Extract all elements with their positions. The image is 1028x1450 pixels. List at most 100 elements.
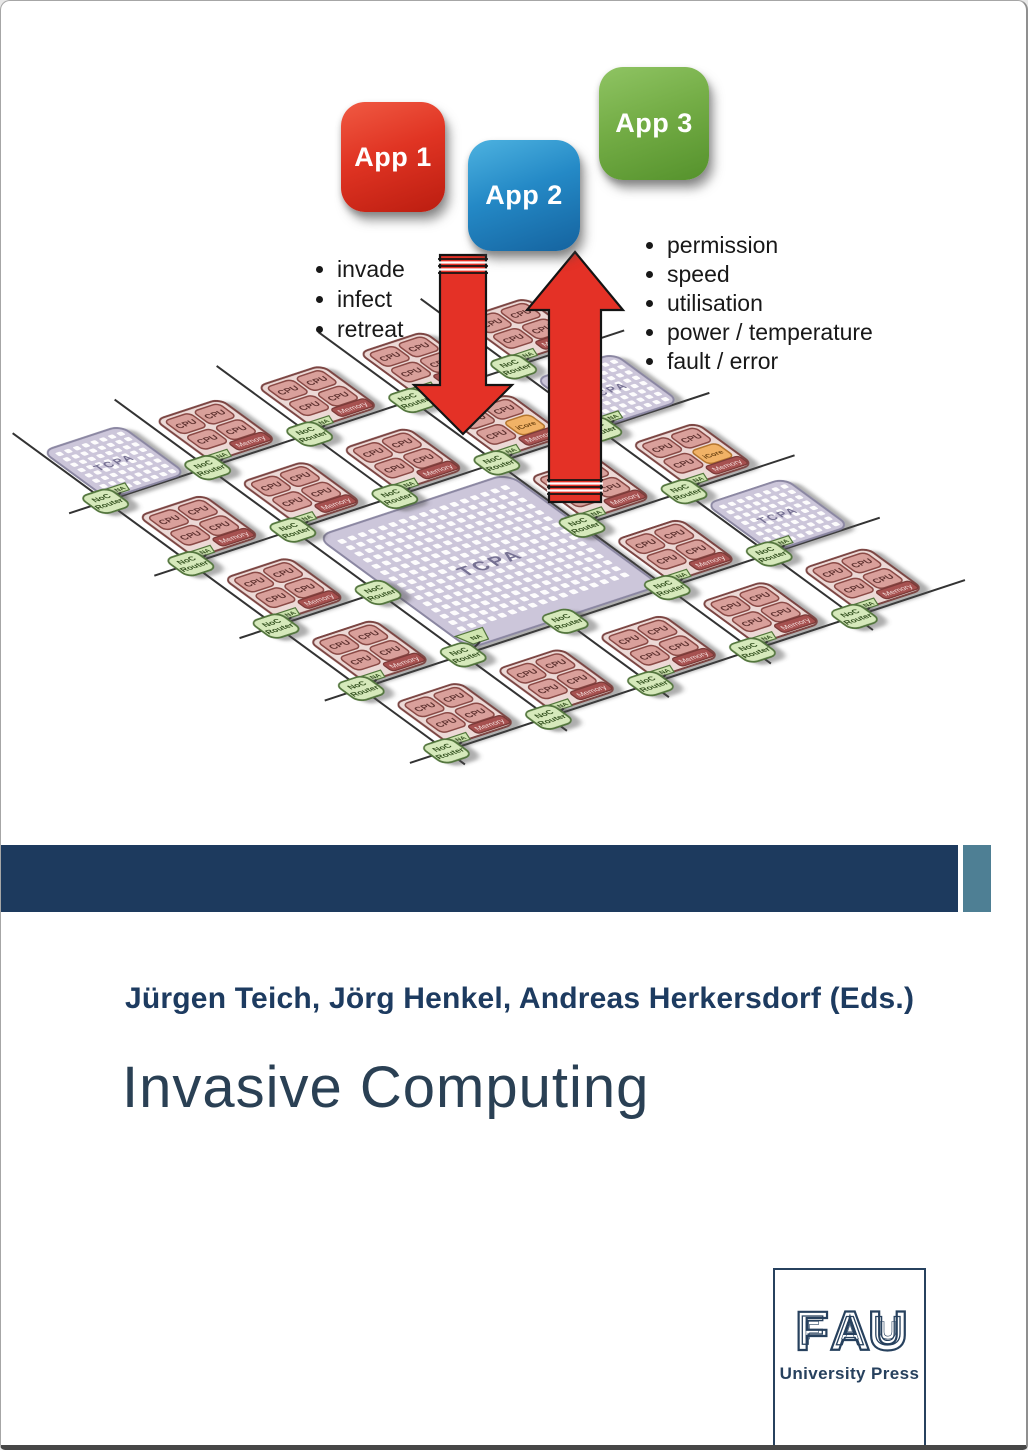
na-adapter: [293, 512, 320, 524]
svg-text:CPU: CPU: [287, 471, 314, 483]
svg-text:Router: Router: [535, 712, 570, 727]
svg-text:CPU: CPU: [678, 432, 705, 444]
cpu-block: [628, 644, 672, 666]
svg-text:Memory: Memory: [608, 492, 643, 506]
svg-text:NA: NA: [556, 702, 571, 709]
svg-text:CPU: CPU: [508, 308, 535, 320]
svg-text:CPU: CPU: [206, 520, 233, 532]
cpu-block: [299, 481, 343, 503]
app-3-label: App 3: [615, 108, 693, 138]
grid-line: [69, 330, 624, 513]
cpu-block: [253, 587, 297, 609]
svg-text:Router: Router: [348, 683, 383, 698]
svg-text:Router: Router: [552, 616, 587, 631]
svg-text:CPU: CPU: [308, 486, 335, 498]
svg-text:CPU: CPU: [427, 357, 454, 369]
bullet-item: speed: [667, 260, 873, 289]
memory-block: [773, 614, 818, 633]
cpu-block: [339, 649, 383, 671]
svg-text:CPU: CPU: [514, 667, 541, 679]
svg-text:NoC: NoC: [736, 641, 761, 652]
na-adapter: [106, 483, 133, 495]
svg-text:CPU: CPU: [462, 413, 489, 425]
svg-text:CPU: CPU: [360, 447, 387, 459]
na-adapter: [412, 382, 439, 394]
grid-line: [325, 518, 880, 701]
svg-text:NoC: NoC: [378, 488, 403, 499]
cpu-block: [168, 524, 212, 546]
svg-text:NA: NA: [777, 539, 792, 546]
svg-text:CPU: CPU: [325, 390, 352, 402]
svg-text:CPU: CPU: [746, 591, 773, 603]
svg-text:CPU: CPU: [564, 674, 591, 686]
memory-block: [211, 528, 256, 547]
svg-text:CPU: CPU: [326, 639, 353, 651]
cpu-block: [147, 509, 191, 531]
svg-text:NoC: NoC: [497, 358, 522, 369]
svg-text:CPU: CPU: [848, 557, 875, 569]
cpu-block: [287, 395, 331, 417]
svg-text:NA: NA: [760, 635, 775, 642]
cpu-block: [372, 457, 416, 479]
svg-text:NA: NA: [675, 572, 690, 579]
cpu-block: [482, 398, 526, 420]
cpu-block: [278, 466, 322, 488]
cpu-block: [555, 668, 599, 690]
svg-text:CPU: CPU: [377, 645, 404, 657]
svg-text:NA: NA: [300, 515, 315, 522]
cpu-block: [538, 470, 582, 492]
svg-text:CPU: CPU: [637, 649, 664, 661]
cpu-block: [368, 640, 412, 662]
svg-text:Router: Router: [585, 424, 620, 439]
svg-text:CPU: CPU: [381, 462, 408, 474]
cpu-block: [661, 452, 705, 474]
fau-letter: A: [829, 1299, 869, 1362]
svg-text:NA: NA: [521, 351, 536, 358]
up-arrow: [524, 250, 626, 504]
cpu-block: [270, 491, 314, 513]
cpu-block: [214, 419, 258, 441]
svg-text:Memory: Memory: [472, 718, 507, 732]
bullet-item: utilisation: [667, 289, 873, 318]
authors-line: Jürgen Teich, Jörg Henkel, Andreas Herke…: [125, 982, 915, 1015]
cpu-block: [431, 686, 475, 708]
svg-text:CPU: CPU: [841, 582, 868, 594]
cpu-block: [559, 486, 603, 508]
svg-text:NoC: NoC: [650, 579, 675, 590]
cpu-block: [674, 539, 718, 561]
na-adapter: [668, 569, 695, 581]
fau-letter: U: [878, 1317, 896, 1345]
svg-text:Router: Router: [381, 491, 416, 506]
svg-text:CPU: CPU: [173, 418, 200, 430]
cpu-block: [380, 432, 424, 454]
svg-text:NoC: NoC: [565, 516, 590, 527]
cpu-block: [526, 678, 570, 700]
na-adapter: [770, 536, 797, 548]
memory-block: [875, 580, 920, 599]
svg-text:Memory: Memory: [387, 655, 422, 669]
chip-diagram: TCPANATCPANANoCRouterCPUCPUCPUCPUMemoryN…: [1, 250, 1027, 841]
svg-text:Memory: Memory: [217, 530, 252, 544]
na-adapter: [514, 348, 541, 360]
svg-text:CPU: CPU: [870, 573, 897, 585]
svg-text:CPU: CPU: [440, 692, 467, 704]
memory-block: [569, 681, 614, 700]
svg-text:NA: NA: [658, 668, 673, 675]
svg-text:CPU: CPU: [377, 351, 404, 363]
svg-text:Memory: Memory: [335, 401, 370, 415]
svg-text:Router: Router: [296, 429, 331, 444]
bullet-item: permission: [667, 231, 873, 260]
app-box-2: App 2: [468, 140, 580, 251]
cpu-block: [669, 427, 713, 449]
cpu-block: [657, 635, 701, 657]
cpu-block: [185, 428, 229, 450]
svg-text:NA: NA: [862, 601, 877, 608]
